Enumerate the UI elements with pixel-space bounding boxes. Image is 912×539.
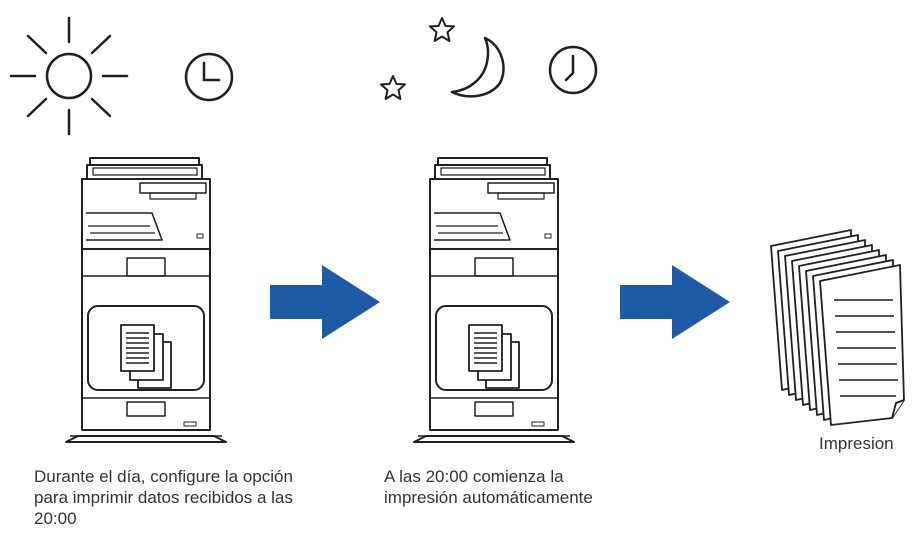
arrow-right-icon [620, 265, 730, 339]
star-icon [380, 75, 406, 100]
clock-icon [184, 52, 234, 102]
sun-icon [9, 16, 129, 136]
printer-icon [65, 157, 227, 443]
star-icon [429, 17, 455, 42]
clock-icon [548, 45, 598, 95]
moon-icon [450, 36, 505, 98]
caption-night-printing: A las 20:00 comienza la impresión automá… [384, 467, 593, 507]
arrow-right-icon [270, 265, 380, 339]
printed-pages-icon [770, 229, 905, 426]
printer-icon [413, 157, 575, 443]
caption-daytime-setup: Durante el día, configure la opción para… [34, 467, 293, 528]
caption-printed-output: Impresion [819, 434, 894, 453]
